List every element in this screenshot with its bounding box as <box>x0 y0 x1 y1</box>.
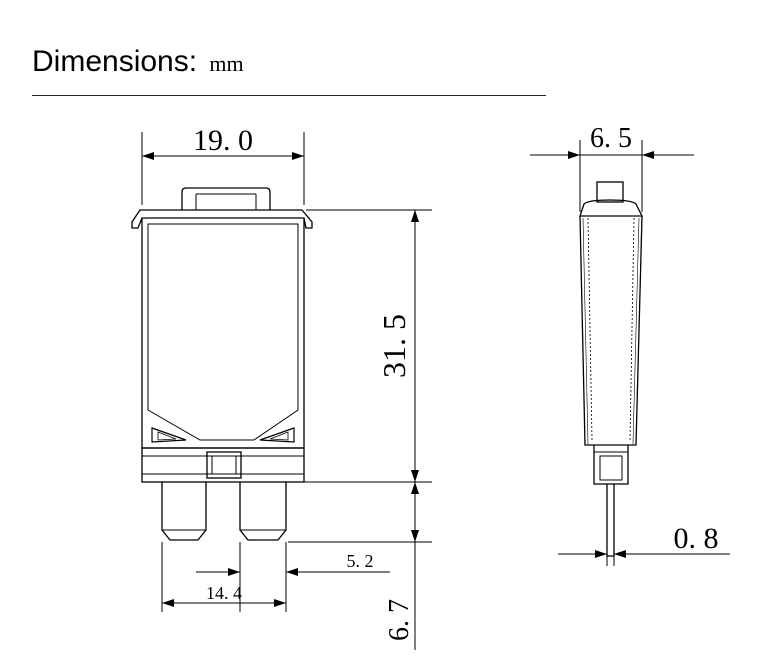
center-indicator <box>206 451 242 479</box>
front-dimension-lines <box>141 132 432 650</box>
breaker-body <box>141 218 305 449</box>
title-text: Dimensions: <box>32 45 198 78</box>
left-triangle <box>151 427 187 443</box>
thickness-label: 6. 5 <box>590 123 632 154</box>
unit-label: mm <box>209 51 244 76</box>
pin-thickness-label: 0. 8 <box>674 522 719 555</box>
right-pin <box>239 482 287 541</box>
side-pin <box>606 484 615 557</box>
top-button <box>181 187 271 210</box>
side-button <box>596 181 624 203</box>
pin-spacing-label: 14. 4 <box>206 583 242 603</box>
pin-width-label: 5. 2 <box>347 551 374 571</box>
base-block <box>141 447 305 483</box>
side-body <box>579 215 643 446</box>
side-dimension-lines <box>530 140 730 566</box>
front-view <box>131 187 313 541</box>
body-window <box>147 223 299 441</box>
top-cap <box>131 209 313 229</box>
width-label: 19. 0 <box>193 124 253 157</box>
side-view <box>579 181 644 557</box>
pin-length-label: 6. 7 <box>384 599 415 641</box>
right-triangle <box>259 427 295 443</box>
page-title: Dimensions: mm <box>32 44 244 80</box>
side-cap <box>579 199 644 217</box>
left-pin <box>161 482 207 541</box>
title-divider <box>32 95 546 96</box>
side-base <box>593 445 629 485</box>
body-height-label: 31. 5 <box>376 314 412 378</box>
